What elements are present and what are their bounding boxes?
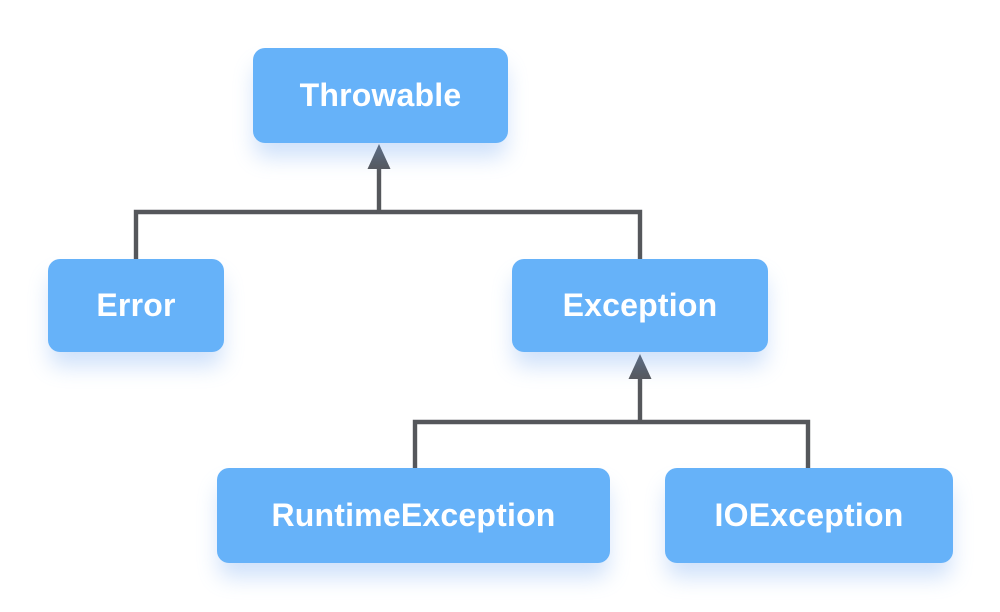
arrowhead-up-icon bbox=[628, 354, 652, 379]
node-throwable: Throwable bbox=[253, 48, 508, 143]
node-error: Error bbox=[48, 259, 224, 352]
arrowhead-up-icon bbox=[367, 144, 391, 169]
node-io-exception: IOException bbox=[665, 468, 953, 563]
edge-group-throwable-children bbox=[133, 144, 643, 261]
connector-throwable-branch bbox=[133, 209, 643, 261]
connector-exception-branch bbox=[412, 419, 811, 470]
node-exception: Exception bbox=[512, 259, 768, 352]
node-runtime-exception: RuntimeException bbox=[217, 468, 610, 563]
edge-group-exception-children bbox=[412, 354, 811, 470]
